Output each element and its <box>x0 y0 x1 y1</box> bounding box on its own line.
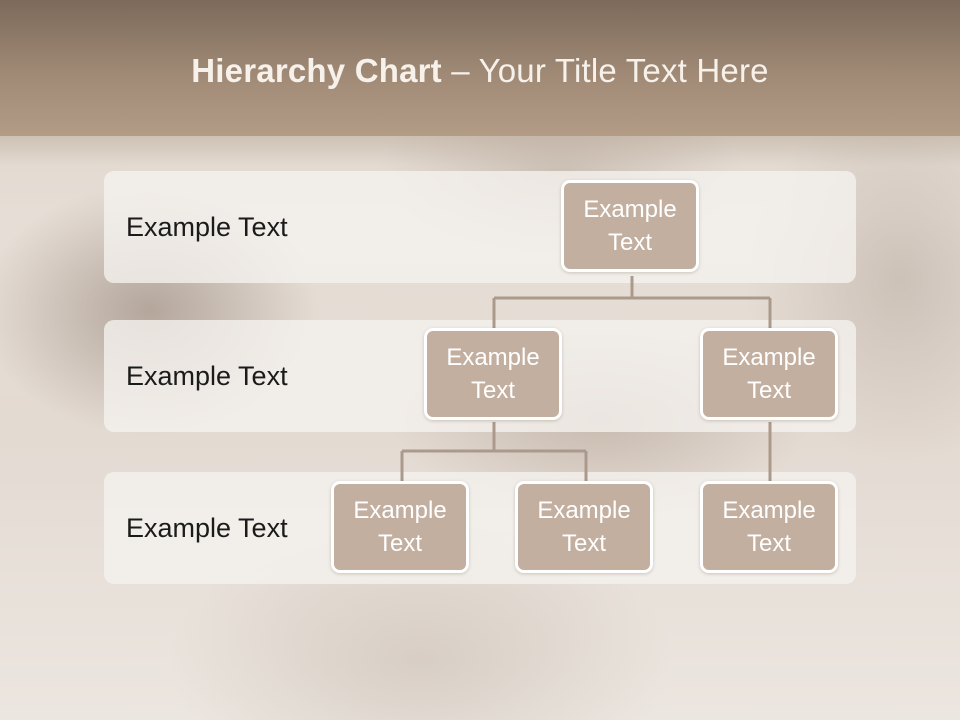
org-node-level3-3[interactable]: Example Text <box>700 481 838 573</box>
org-node-root[interactable]: Example Text <box>561 180 699 272</box>
level-label-3: Example Text <box>126 512 288 543</box>
level-band-1 <box>104 171 856 283</box>
title-bar: Hierarchy Chart – Your Title Text Here <box>0 0 960 136</box>
org-node-level3-2[interactable]: Example Text <box>515 481 653 573</box>
node-text-line1: Example <box>537 497 631 524</box>
node-text-line1: Example <box>722 497 816 524</box>
page-title: Hierarchy Chart – Your Title Text Here <box>0 52 960 90</box>
header-fade <box>0 136 960 166</box>
node-text-line1: Example <box>583 196 677 223</box>
node-text-line2: Text <box>470 377 515 404</box>
org-node-level3-1[interactable]: Example Text <box>331 481 469 573</box>
node-text-line1: Example <box>353 497 447 524</box>
node-text-line2: Text <box>561 530 606 557</box>
node-text-line1: Example <box>722 344 816 371</box>
node-text-line2: Text <box>607 229 652 256</box>
node-text-line2: Text <box>746 530 791 557</box>
title-rest: – Your Title Text Here <box>441 52 769 89</box>
connector-root-children <box>492 276 772 330</box>
node-text-line2: Text <box>746 377 791 404</box>
connector-left-children <box>400 422 588 482</box>
node-text-line2: Text <box>377 530 422 557</box>
level-label-1: Example Text <box>126 211 288 242</box>
org-node-level2-left[interactable]: Example Text <box>424 328 562 420</box>
title-bold: Hierarchy Chart <box>191 52 442 89</box>
node-text-line1: Example <box>446 344 540 371</box>
org-node-level2-right[interactable]: Example Text <box>700 328 838 420</box>
level-label-2: Example Text <box>126 360 288 391</box>
